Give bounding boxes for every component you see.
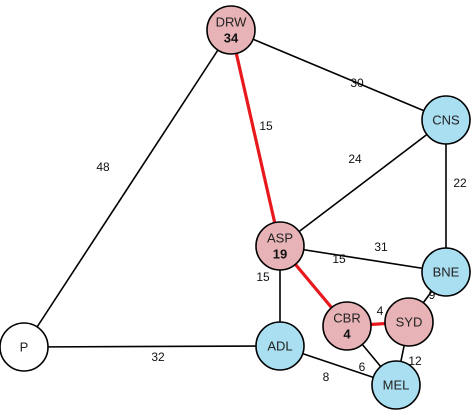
node-label-cbr: CBR: [333, 310, 360, 325]
edge-weight-asp-cbr: 15: [332, 252, 346, 266]
node-label-mel: MEL: [383, 377, 410, 392]
node-circle-p: [0, 322, 49, 372]
edge-drw-asp: [229, 29, 282, 247]
edge-asp-bne: [279, 245, 447, 273]
node-label-cns: CNS: [432, 112, 460, 127]
edge-p-adl: [23, 345, 281, 348]
node-circle-syd: [384, 297, 434, 347]
node-label-bne: BNE: [433, 264, 460, 279]
node-circle-mel: [371, 360, 421, 410]
node-circle-drw: [206, 5, 256, 55]
edge-asp-cns: [279, 119, 447, 247]
edge-weight-syd-mel: 12: [408, 354, 422, 368]
node-value-cbr: 4: [343, 326, 351, 341]
node-circle-cbr: [322, 301, 372, 351]
edge-weight-cns-bne: 22: [453, 176, 467, 190]
edge-weight-cbr-syd: 4: [377, 304, 384, 318]
edge-weight-asp-cns: 24: [348, 152, 362, 166]
edge-weight-p-drw: 48: [96, 160, 110, 174]
node-value-asp: 19: [273, 246, 287, 261]
edge-weight-p-adl: 32: [151, 350, 165, 364]
node-adl: ADL: [255, 321, 305, 371]
node-mel: MEL: [371, 360, 421, 410]
node-value-drw: 34: [224, 30, 239, 45]
node-label-syd: SYD: [396, 314, 423, 329]
edge-weight-bne-syd: 9: [429, 288, 436, 302]
node-bne: BNE: [421, 247, 471, 297]
edge-weight-drw-asp: 15: [259, 119, 273, 133]
node-label-p: P: [20, 339, 29, 354]
node-p: P: [0, 322, 49, 372]
node-circle-bne: [421, 247, 471, 297]
edge-weight-drw-cns: 30: [350, 76, 364, 90]
node-circle-cns: [421, 95, 471, 145]
edge-labels-layer: 48 30 15 24 22 31 15 15 9 4 32 8 6 12: [96, 76, 467, 384]
edge-weight-adl-mel: 8: [323, 370, 330, 384]
node-circle-adl: [255, 321, 305, 371]
edge-p-drw: [23, 29, 232, 348]
edge-drw-cns: [230, 29, 447, 121]
edge-weight-asp-bne: 31: [374, 240, 388, 254]
node-circle-asp: [255, 221, 305, 271]
node-label-asp: ASP: [267, 230, 293, 245]
edges-layer: [23, 29, 447, 386]
edge-weight-asp-adl: 15: [256, 270, 270, 284]
node-label-drw: DRW: [216, 14, 248, 29]
node-syd: SYD: [384, 297, 434, 347]
node-cns: CNS: [421, 95, 471, 145]
node-label-adl: ADL: [267, 338, 292, 353]
edge-weight-cbr-mel: 6: [359, 360, 366, 374]
